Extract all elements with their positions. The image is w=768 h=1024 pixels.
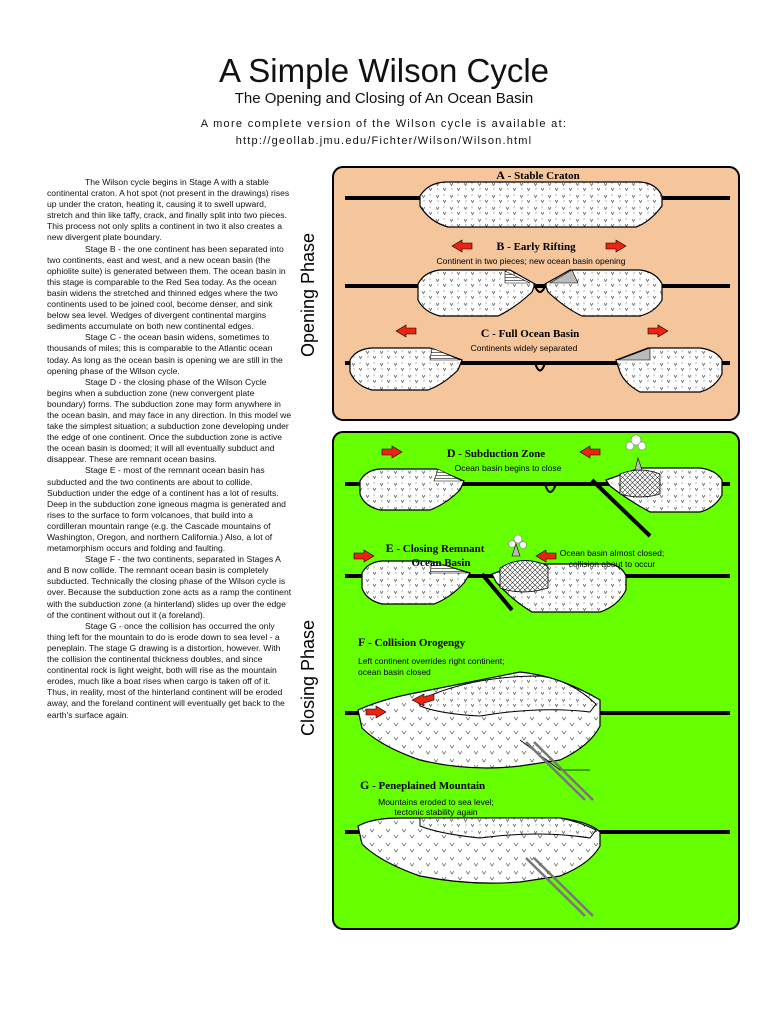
stage-e-caption-line1: Ocean basin almost closed; — [560, 548, 664, 558]
arrow-right-icon — [353, 549, 375, 563]
stage-b-title: B - Early Rifting — [496, 239, 576, 253]
stage-b-arrows — [451, 239, 627, 253]
stage-g-diagram — [345, 817, 730, 917]
stage-f-caption-line2: ocean basin closed — [358, 667, 431, 677]
stage-e-title-line2: Ocean Basin — [412, 557, 471, 569]
page-subtitle: The Opening and Closing of An Ocean Basi… — [234, 90, 534, 107]
stage-c-diagram — [345, 347, 730, 393]
arrow-right-icon — [381, 445, 403, 459]
arrow-left-icon — [451, 239, 473, 253]
stage-e-arrows — [353, 549, 557, 563]
stage-c-title: C - Full Ocean Basin — [481, 326, 580, 340]
stage-g-title: G - Peneplained Mountain — [360, 778, 485, 792]
stage-a-diagram — [345, 181, 730, 228]
source-note: A more complete version of the Wilson cy… — [200, 118, 568, 130]
stage-b-caption: Continent in two pieces; new ocean basin… — [436, 256, 625, 266]
stage-c-caption: Continents widely separated — [471, 343, 578, 353]
arrow-up-left-icon — [411, 693, 435, 707]
stage-e-diagram — [345, 534, 730, 613]
stage-d-arrows — [381, 445, 601, 459]
paragraph-stage-a: The Wilson cycle begins in Stage A with … — [47, 177, 290, 243]
page-title: A Simple Wilson Cycle — [218, 52, 550, 89]
source-url[interactable]: http://geollab.jmu.edu/Fichter/Wilson/Wi… — [235, 135, 533, 147]
paragraph-stage-e: Stage E - most of the remnant ocean basi… — [47, 465, 286, 554]
arrow-left-icon — [535, 549, 557, 563]
stage-f-title: F - Collision Orogengy — [358, 635, 466, 649]
stage-f-arrows — [365, 693, 435, 719]
stage-g-caption-line2: tectonic stability again — [394, 807, 477, 817]
paragraph-stage-f: Stage F - the two continents, separated … — [47, 554, 292, 620]
paragraph-stage-g: Stage G - once the collision has occurre… — [47, 620, 285, 720]
paragraph-stage-d: Stage D - the closing phase of the Wilso… — [47, 376, 292, 465]
stage-c-arrows — [395, 324, 669, 338]
arrow-left-icon — [579, 445, 601, 459]
stage-a-title: A - Stable Craton — [496, 168, 580, 182]
stage-b-diagram — [345, 269, 730, 317]
explanation-text: The Wilson cycle begins in Stage A with … — [47, 177, 293, 721]
stage-f-caption-line1: Left continent overrides right continent… — [358, 656, 504, 666]
arrow-right-icon — [605, 239, 627, 253]
stage-e-caption-line2: collision about to occur — [569, 559, 656, 569]
paragraph-stage-b: Stage B - the one continent has been sep… — [47, 243, 286, 332]
paragraph-stage-c: Stage C - the ocean basin widens, someti… — [47, 332, 283, 376]
arrow-right-icon — [647, 324, 669, 338]
arrow-right-icon — [365, 705, 387, 719]
stage-d-title: D - Subduction Zone — [447, 446, 545, 460]
opening-phase-label: Opening Phase — [298, 233, 318, 357]
stage-d-caption: Ocean basin begins to close — [455, 463, 562, 473]
arrow-left-icon — [395, 324, 417, 338]
stage-d-diagram — [345, 434, 730, 538]
stage-f-diagram — [345, 671, 730, 801]
stage-e-title: E - Closing Remnant — [386, 541, 485, 555]
stage-g-caption-line1: Mountains eroded to sea level; — [378, 797, 494, 807]
closing-phase-label: Closing Phase — [298, 620, 318, 736]
